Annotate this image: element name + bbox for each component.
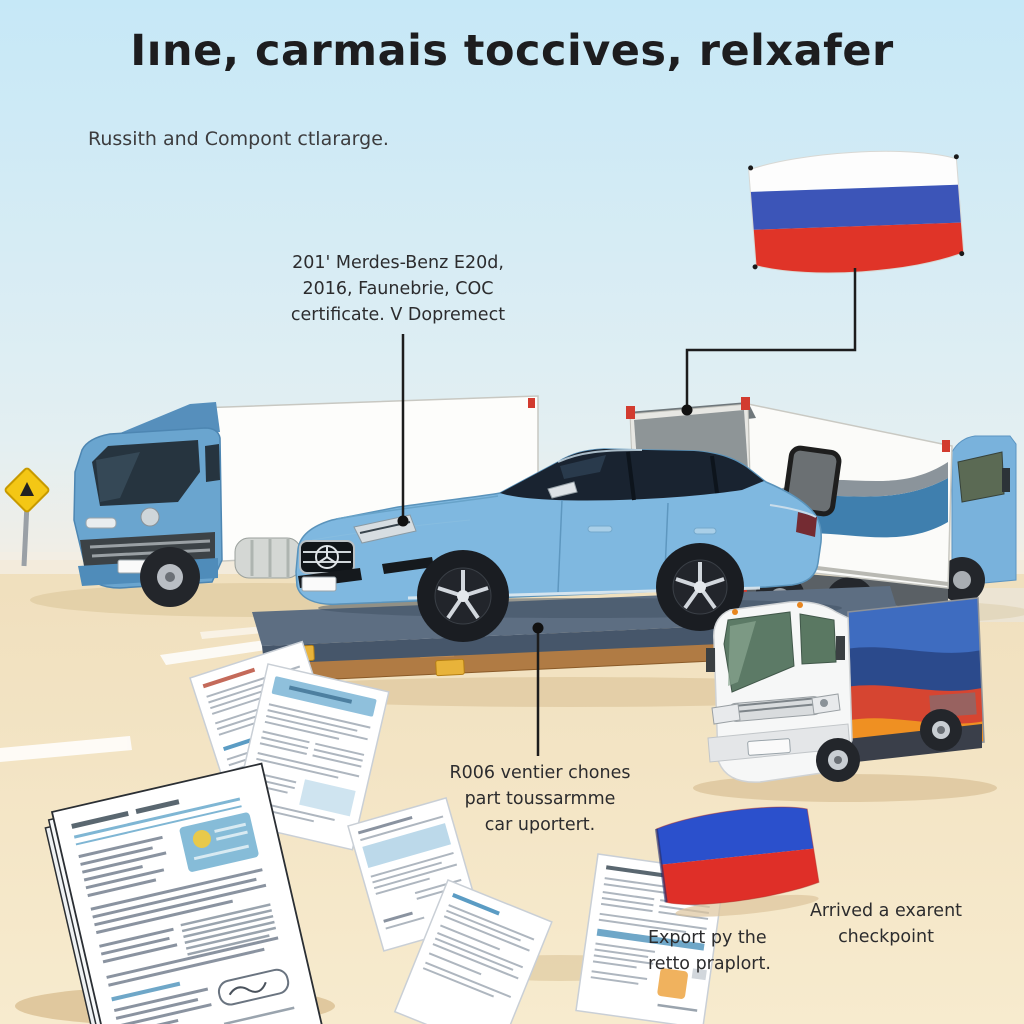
callout-line: R006 ventier chones <box>449 763 631 783</box>
delivery-truck-icon <box>693 597 997 802</box>
callout-dots <box>397 404 693 634</box>
warning-sign-icon <box>4 467 50 567</box>
callout-connectors <box>401 268 857 756</box>
car-rear-wheel <box>656 543 744 631</box>
callout-line: 201' Merdes-Benz E20d, <box>292 253 504 273</box>
callout-line: certificate. V Dopremect <box>290 305 506 325</box>
callout-line: retto praplort. <box>648 954 771 974</box>
sedan-car-icon <box>295 448 822 642</box>
callout-vehicle-info: 201' Merdes-Benz E20d, 2016, Faunebrie, … <box>268 250 528 328</box>
callout-line: Export py the <box>648 928 767 948</box>
callout-line: 2016, Faunebrie, COC <box>302 279 494 299</box>
page-title: Iıne, carmais toccives, relxafer <box>130 26 894 76</box>
callout-export-info: Export py the retto praplort. <box>648 925 848 977</box>
callout-line: part toussarmme <box>464 789 616 809</box>
document-stack-icon <box>15 762 335 1024</box>
callout-line: car uportert. <box>484 815 596 835</box>
car-front-wheel <box>417 550 509 642</box>
callout-line: checkpoint <box>838 927 934 947</box>
callout-line: Arrived a exarent <box>809 901 963 921</box>
subtitle: Russith and Compont ctlararge. <box>88 128 389 150</box>
callout-transport-info: R006 ventier chones part toussarmme car … <box>425 760 655 838</box>
callout-checkpoint-info: Arrived a exarent checkpoint <box>788 898 984 950</box>
